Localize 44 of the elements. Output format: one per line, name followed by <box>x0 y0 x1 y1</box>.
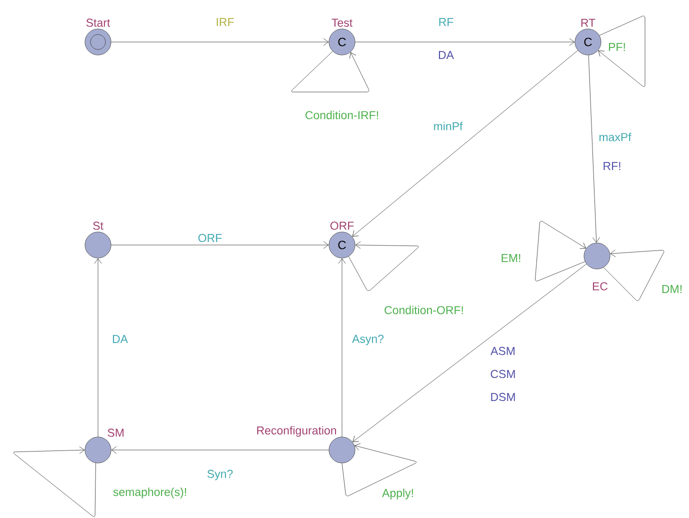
edge-label: Syn? <box>207 470 233 480</box>
arrow <box>355 38 575 46</box>
arrow <box>588 54 600 243</box>
state-name: ORF <box>330 222 354 230</box>
loop-arrow <box>598 16 646 87</box>
arrow <box>111 446 329 454</box>
arrow <box>111 38 329 46</box>
state-name: RT <box>581 18 596 27</box>
edge-label: DA <box>112 335 128 343</box>
edge-label: PF! <box>609 43 625 51</box>
edge-label: semaphore(s)! <box>113 488 186 498</box>
assignment-label: DSM <box>491 392 515 402</box>
edge-label: IRF <box>216 18 234 26</box>
loop-arrow <box>535 220 586 282</box>
arrow <box>94 258 102 437</box>
edge-label: ORF <box>198 234 222 242</box>
loop-arrow <box>603 250 664 301</box>
loop-arrow <box>348 241 419 291</box>
arrow <box>352 264 587 442</box>
assignment-label: CSM <box>490 370 515 378</box>
edge-label: Condition-ORF! <box>384 306 463 314</box>
state-name: EC <box>592 282 608 290</box>
state-name: Reconfiguration <box>257 426 336 437</box>
state-name: St <box>93 222 104 230</box>
edge-label: RF <box>439 18 454 26</box>
loop-arrow <box>291 51 370 92</box>
edge-label: Apply! <box>382 488 413 500</box>
arrow <box>111 241 329 249</box>
loop-arrow <box>342 443 417 496</box>
edge-label: DM! <box>662 285 682 293</box>
arrow <box>338 258 346 437</box>
edge-label: ASM <box>490 346 514 356</box>
edge-label: Asyn? <box>352 334 384 346</box>
edge-label: EM! <box>502 254 520 262</box>
state-name: SM <box>108 428 124 437</box>
state-name: Start <box>86 18 110 27</box>
assignment-label: RF! <box>604 162 620 170</box>
assignment-label: DA <box>438 51 454 59</box>
edge-label: maxPf <box>599 132 632 142</box>
loop-arrow <box>13 446 96 517</box>
edge-label: Condition-IRF! <box>306 110 378 120</box>
arrow <box>352 50 578 237</box>
state-name: Test <box>332 18 352 27</box>
edge-label: minPf <box>434 122 463 130</box>
